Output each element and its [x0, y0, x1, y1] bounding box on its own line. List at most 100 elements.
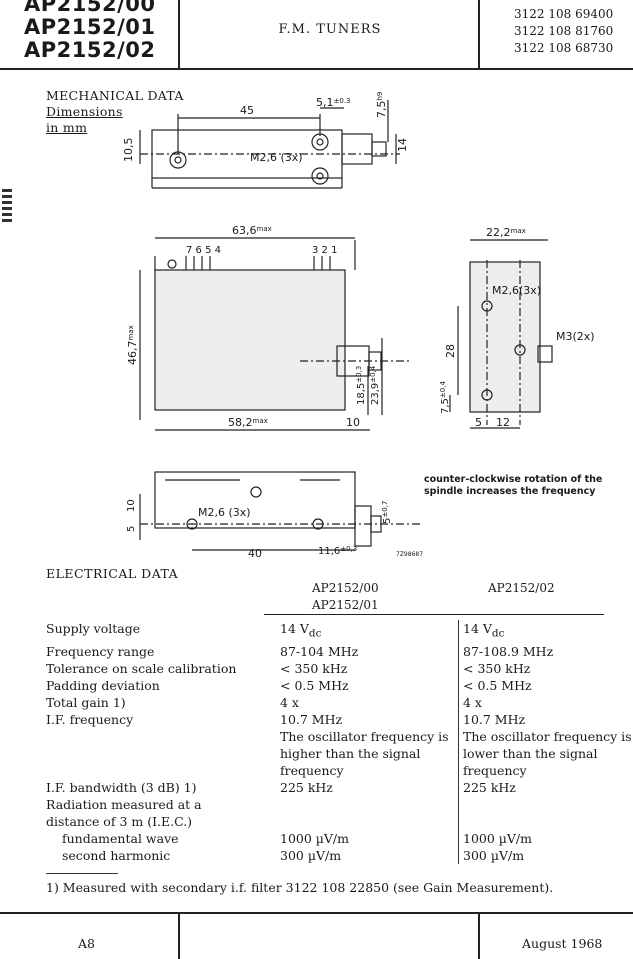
code-2: 3122 108 81760: [514, 24, 614, 38]
mechanical-title: MECHANICAL DATA: [46, 88, 184, 103]
mechanical-data-label: MECHANICAL DATA Dimensions in mm: [46, 88, 184, 136]
electrical-title: ELECTRICAL DATA: [46, 566, 179, 581]
footnote-rule: [46, 873, 118, 874]
dim-11-6: 11,6±0,3: [318, 545, 357, 557]
row-value: 225 kHz: [280, 779, 333, 795]
row-value: 4 x: [458, 693, 633, 711]
row-value: 10.7 MHz: [458, 710, 633, 728]
footer-divider-right: [478, 912, 480, 959]
electrical-table: Supply voltage 14 Vdc 14 Vdc Frequency r…: [46, 620, 633, 864]
dim-5-tol: 5±0,7: [381, 501, 393, 524]
row-label: [46, 728, 280, 779]
col-head-00: AP2152/00: [312, 581, 379, 595]
row-value: < 350 kHz: [458, 659, 633, 677]
row-value: 300 µV/m: [458, 846, 633, 864]
label-m3: M3(2x): [556, 330, 595, 343]
dim-63-6: 63,6max: [232, 224, 272, 237]
dim-23-9: 23,9±0,4: [369, 365, 381, 405]
label-m26-bottom: M2,6 (3x): [198, 506, 251, 519]
row-label: I.F. bandwidth (3 dB) 1): [46, 779, 197, 795]
dim-7-5b: 7,5±0,4: [439, 381, 451, 414]
code-1: 3122 108 69400: [514, 7, 614, 21]
pins-right: 3 2 1: [312, 245, 337, 256]
model-02: AP2152/02: [24, 38, 156, 62]
dim-5-1: 5,1±0.3: [316, 96, 351, 109]
header-divider-left: [178, 0, 180, 68]
dim-46-7: 46,7max: [126, 325, 139, 365]
row-value: 300 µV/m: [280, 847, 342, 863]
dim-10-5: 10,5: [122, 138, 135, 163]
dim-28: 28: [444, 344, 457, 358]
label-m26-top: M2,6 (3x): [250, 151, 303, 164]
label-m26-side: M2,6(3x): [492, 284, 541, 297]
catalogue-codes: 3122 108 69400 3122 108 81760 3122 108 6…: [514, 6, 613, 57]
table-row: Tolerance on scale calibration < 350 kHz…: [46, 659, 633, 677]
footer-rule: [0, 912, 633, 914]
row-label: Frequency range: [46, 643, 155, 659]
col-head-00-01: AP2152/00 AP2152/01: [312, 580, 379, 614]
pins-left: 7 6 5 4: [186, 245, 221, 256]
col-head-02: AP2152/02: [488, 581, 555, 595]
model-01: AP2152/01: [24, 15, 156, 39]
table-row: Padding deviation < 0.5 MHz < 0.5 MHz: [46, 676, 633, 694]
row-value: 87-104 MHz: [280, 643, 359, 659]
table-row: second harmonic 300 µV/m 300 µV/m: [46, 846, 633, 864]
header-divider-right: [478, 0, 480, 68]
table-row: Total gain 1) 4 x 4 x: [46, 693, 633, 711]
dim-12: 12: [496, 416, 510, 429]
drawing-number: 7Z98687: [396, 551, 423, 558]
row-value: [458, 812, 633, 830]
dim-22-2: 22,2max: [486, 226, 526, 239]
table-row: I.F. bandwidth (3 dB) 1) 225 kHz 225 kHz: [46, 778, 633, 796]
mechanical-drawing: 45 5,1±0.3 7,5h9 10,5 14 M2,6 (3x) 63,6m…: [122, 92, 602, 560]
units-label: in mm: [46, 120, 88, 135]
page-title: F.M. TUNERS: [278, 22, 382, 37]
row-value: < 0.5 MHz: [280, 677, 349, 693]
side-view-body: [469, 261, 541, 413]
dim-45: 45: [240, 104, 254, 117]
row-value: < 0.5 MHz: [458, 676, 633, 694]
dim-58-2: 58,2max: [228, 416, 268, 429]
header-rule: [0, 68, 633, 70]
row-label: Total gain 1): [46, 694, 126, 710]
row-value: 1000 µV/m: [280, 830, 350, 846]
row-label: I.F. frequency: [46, 711, 134, 727]
oscillator-note-2: The oscillator frequency is lower than t…: [458, 727, 633, 779]
row-value: 14 Vdc: [458, 620, 633, 643]
dim-5: 5: [475, 416, 482, 429]
dim-10-bottom: 10: [126, 499, 137, 512]
col-head-01: AP2152/01: [312, 598, 379, 612]
row-value: 4 x: [280, 694, 299, 710]
dim-10: 10: [346, 416, 360, 429]
row-label: Padding deviation: [46, 677, 160, 693]
table-row: fundamental wave 1000 µV/m 1000 µV/m: [46, 829, 633, 847]
row-value: 225 kHz: [458, 778, 633, 796]
table-rule: [264, 614, 604, 615]
bleed-through: [330, 602, 334, 615]
table-row: Supply voltage 14 Vdc 14 Vdc: [46, 620, 633, 643]
row-value: 1000 µV/m: [458, 829, 633, 847]
table-row: The oscillator frequency is higher than …: [46, 727, 633, 779]
dim-18-5: 18,5±0,3: [355, 366, 367, 405]
table-row: Radiation measured at a: [46, 795, 633, 813]
row-label: distance of 3 m (I.E.C.): [46, 813, 193, 829]
dim-5-bottom: 5: [126, 526, 137, 532]
page-number: A8: [78, 936, 95, 951]
table-row: I.F. frequency 10.7 MHz 10.7 MHz: [46, 710, 633, 728]
margin-marks: [2, 189, 12, 225]
row-value: [280, 796, 459, 813]
rotation-note-2: spindle increases the frequency: [424, 486, 596, 497]
model-00: AP2152/00: [24, 0, 156, 16]
table-row: Frequency range 87-104 MHz 87-108.9 MHz: [46, 642, 633, 660]
row-value: < 350 kHz: [280, 660, 348, 676]
table-row: distance of 3 m (I.E.C.): [46, 812, 633, 830]
row-label: fundamental wave: [62, 830, 179, 846]
row-value: 87-108.9 MHz: [458, 642, 633, 660]
front-view-body: [154, 269, 346, 411]
dim-7-5: 7,5h9: [375, 92, 388, 118]
footnote: 1) Measured with secondary i.f. filter 3…: [46, 880, 554, 895]
oscillator-note-1: The oscillator frequency is higher than …: [280, 728, 449, 778]
row-label: second harmonic: [62, 847, 171, 863]
dim-40: 40: [248, 547, 262, 560]
row-label: Supply voltage: [46, 621, 141, 636]
